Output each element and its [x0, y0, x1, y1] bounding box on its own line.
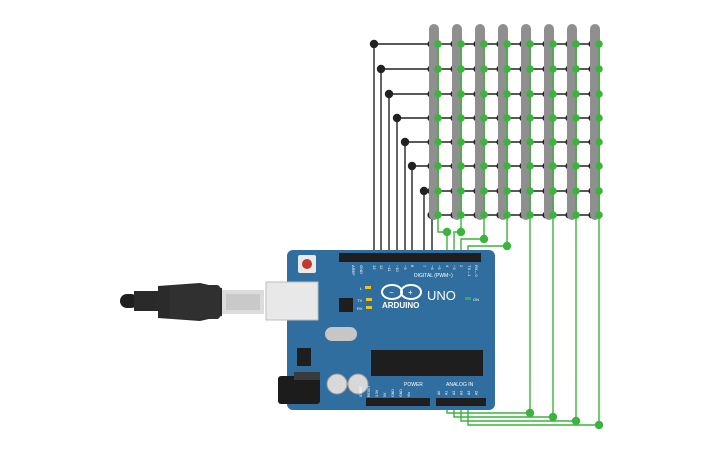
- wire-endpoint[interactable]: [548, 412, 558, 422]
- led-rx-label: RX: [357, 306, 363, 311]
- svg-text:+: +: [408, 288, 413, 297]
- led-column-4[interactable]: [498, 24, 508, 220]
- power-label: POWER: [404, 382, 423, 388]
- digital-pin-label: ~6: [430, 265, 435, 270]
- digital-pin-label: ~11: [387, 265, 392, 272]
- usb-cable[interactable]: [120, 283, 264, 321]
- digital-pin-label: 12: [379, 265, 384, 270]
- model-label: UNO: [427, 288, 456, 303]
- led-l-label: L: [360, 286, 363, 291]
- wire-endpoint[interactable]: [456, 227, 466, 237]
- power-pin-label: Vin: [407, 392, 411, 397]
- row-wire-node[interactable]: [407, 161, 417, 171]
- analog-label: ANALOG IN: [446, 382, 474, 388]
- analog-pin-label: A5: [475, 391, 479, 395]
- arduino-uno-board[interactable]: − + ARDUINO UNO DIGITAL (PWM~) POWER ANA…: [265, 250, 495, 410]
- led-column-3[interactable]: [475, 24, 485, 220]
- analog-pin-label: A2: [452, 391, 456, 395]
- svg-text:−: −: [389, 288, 394, 297]
- power-pin-label: IOREF: [359, 386, 363, 397]
- analog-pin-label: A0: [437, 391, 441, 395]
- row-wire-node[interactable]: [392, 113, 402, 123]
- analog-pin-label: A4: [467, 391, 471, 395]
- wire-endpoint[interactable]: [502, 241, 512, 251]
- digital-pin-label: ~9: [403, 265, 408, 270]
- row-wire-node[interactable]: [384, 89, 394, 99]
- digital-pin-label: ~3: [452, 265, 457, 270]
- led-column-5[interactable]: [521, 24, 531, 220]
- header-pin-label: RX←0: [474, 265, 479, 278]
- led-column-7[interactable]: [567, 24, 577, 220]
- power-pin-label: RESET: [367, 384, 371, 397]
- wire-endpoint[interactable]: [479, 234, 489, 244]
- row-wire-node[interactable]: [419, 186, 429, 196]
- digital-header-label: DIGITAL (PWM~): [414, 273, 453, 279]
- wire-endpoint[interactable]: [594, 420, 604, 430]
- digital-pin-label: ~10: [395, 265, 400, 273]
- power-pin-label: 5V: [383, 392, 387, 397]
- row-wire-node[interactable]: [376, 64, 386, 74]
- digital-pin-label: 4: [445, 265, 450, 268]
- brand-label: ARDUINO: [382, 301, 419, 310]
- power-pin-label: 3.3V: [375, 389, 379, 397]
- wire-endpoint[interactable]: [571, 416, 581, 426]
- digital-pin-label: 8: [410, 265, 415, 268]
- header-pin-label: AREF: [351, 265, 356, 276]
- row-wire-node[interactable]: [400, 137, 410, 147]
- led-on-label: ON: [473, 297, 479, 302]
- header-pin-label: GND: [359, 265, 364, 274]
- analog-pin-label: A1: [445, 391, 449, 395]
- led-column-2[interactable]: [452, 24, 462, 220]
- digital-pin-label: ~5: [437, 265, 442, 270]
- led-tx-label: TX: [357, 298, 362, 303]
- digital-pin-label: 7: [422, 265, 427, 268]
- led-column-1[interactable]: [429, 24, 439, 220]
- led-column-8[interactable]: [590, 24, 600, 220]
- power-pin-label: GND: [391, 389, 395, 397]
- row-wire-node[interactable]: [369, 39, 379, 49]
- power-pin-label: GND: [399, 389, 403, 397]
- digital-pin-label: 13: [372, 265, 377, 270]
- analog-pin-label: A3: [460, 391, 464, 395]
- header-pin-label: TX→1: [467, 265, 472, 277]
- wire-endpoint[interactable]: [525, 408, 535, 418]
- led-matrix[interactable]: [429, 24, 600, 220]
- digital-pin-label: 2: [459, 265, 464, 268]
- wire-endpoint[interactable]: [442, 227, 452, 237]
- arduino-infinity-logo: − +: [381, 284, 422, 300]
- led-column-6[interactable]: [544, 24, 554, 220]
